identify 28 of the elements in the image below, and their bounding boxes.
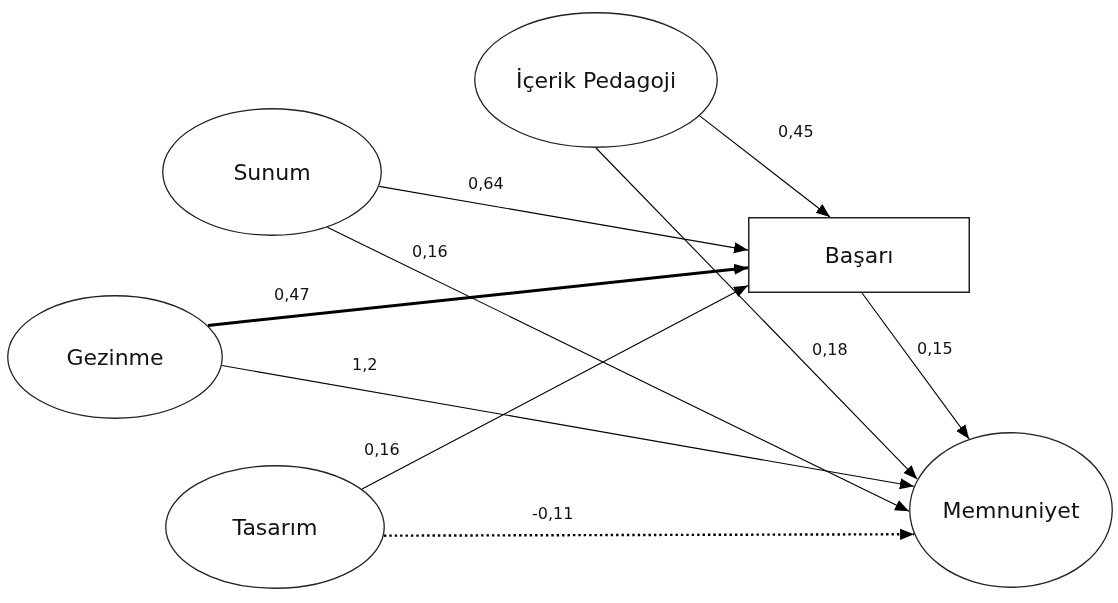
arrow <box>861 292 970 440</box>
arrow <box>699 115 831 218</box>
variable-box <box>748 217 970 293</box>
arrow <box>595 147 918 480</box>
variable-ellipse <box>162 108 382 236</box>
variable-ellipse <box>909 432 1113 588</box>
node-label: Gezinme <box>66 344 164 370</box>
variable-ellipse <box>165 465 385 589</box>
coefficient-label: 0,18 <box>810 340 850 360</box>
coefficient-label: 0,64 <box>466 174 506 194</box>
coefficient-label: 0,47 <box>272 285 312 305</box>
node-label: Sunum <box>233 159 311 185</box>
arrow <box>221 364 915 490</box>
arrow <box>361 284 749 490</box>
arrow <box>378 185 749 254</box>
variable-ellipse <box>7 295 223 419</box>
node-label: Memnuniyet <box>942 497 1080 523</box>
arrow <box>207 263 749 327</box>
coefficient-label: 0,16 <box>362 440 402 460</box>
node-label: Tasarım <box>232 514 318 540</box>
coefficient-label: 0,45 <box>776 122 816 142</box>
coefficient-label: 0,15 <box>915 339 955 359</box>
node-label: İçerik Pedagoji <box>515 67 677 93</box>
variable-ellipse <box>474 12 718 148</box>
coefficient-label: 0,16 <box>410 242 450 262</box>
dotted-arrow <box>383 528 915 540</box>
node-label: Başarı <box>824 242 894 268</box>
arrow <box>326 226 910 512</box>
